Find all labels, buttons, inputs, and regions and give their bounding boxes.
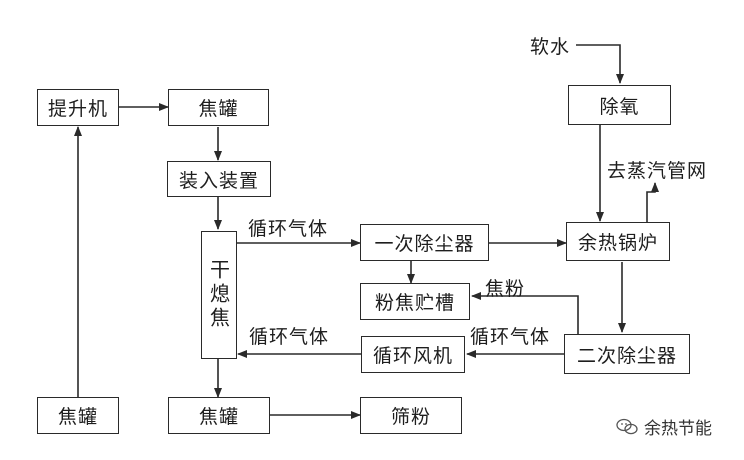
node-hoist-label: 提升机 [47,98,108,120]
arrow-boiler-to-steam [646,182,659,231]
node-coke-tank-bottom: 焦罐 [168,397,270,434]
node-primary-dust-collector-label: 一次除尘器 [374,233,475,255]
node-coke-tank-top: 焦罐 [168,89,269,126]
label-coke-powder: 焦粉 [485,278,526,300]
wechat-icon [616,418,638,434]
node-secondary-dust-collector: 二次除尘器 [564,334,690,374]
node-coke-tank-bottom-left-label: 焦罐 [57,406,98,428]
node-screening: 筛粉 [360,397,462,434]
node-hoist: 提升机 [37,89,119,126]
label-circulating-gas-mid: 循环气体 [470,326,551,348]
node-coke-tank-bottom-label: 焦罐 [198,406,239,428]
node-deaeration-label: 除氧 [599,95,640,118]
node-circulating-fan-label: 循环风机 [372,345,453,367]
node-coke-powder-tank: 粉焦贮槽 [360,283,470,320]
node-dry-quench-coke: 干熄焦 [201,231,237,359]
watermark: 余热节能 [616,414,712,439]
arrow-secondary-to-powder [471,292,579,340]
watermark-text: 余热节能 [644,419,712,439]
label-circulating-gas-left: 循环气体 [249,326,330,348]
node-coke-powder-tank-label: 粉焦贮槽 [374,292,455,314]
node-circulating-fan: 循环风机 [361,336,465,373]
node-waste-heat-boiler-label: 余热锅炉 [577,232,658,254]
label-circulating-gas-top: 循环气体 [248,218,329,240]
node-coke-tank-bottom-left: 焦罐 [37,397,119,434]
node-primary-dust-collector: 一次除尘器 [360,224,489,261]
label-to-steam-network: 去蒸汽管网 [607,160,708,182]
node-coke-tank-top-label: 焦罐 [198,98,239,120]
node-waste-heat-boiler: 余热锅炉 [566,222,670,261]
node-charging-device-label: 装入装置 [178,169,259,192]
arrow-softwater-to-deaeration [576,44,624,84]
node-secondary-dust-collector-label: 二次除尘器 [576,344,677,367]
node-dry-quench-coke-label: 干熄焦 [206,259,231,331]
label-soft-water: 软水 [530,36,571,58]
node-deaeration: 除氧 [568,85,671,125]
node-charging-device: 装入装置 [167,161,271,197]
node-screening-label: 筛粉 [390,406,431,428]
